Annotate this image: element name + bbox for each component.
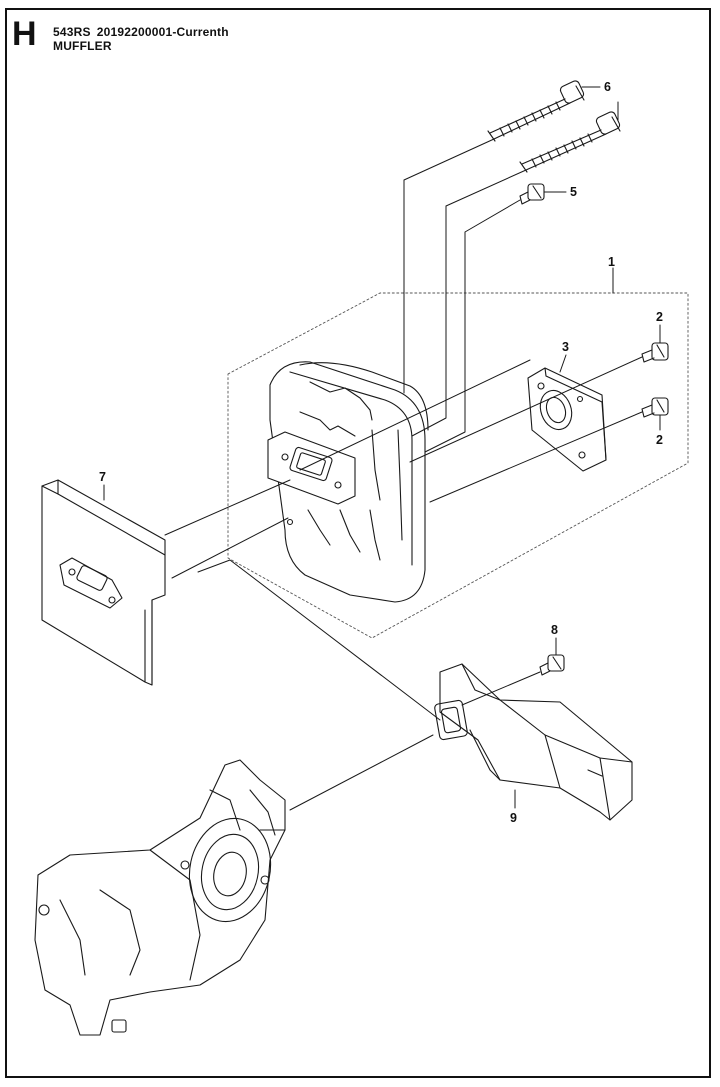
callout-9: 9 <box>510 811 517 825</box>
callout-1: 1 <box>608 255 615 269</box>
callout-2-lower: 2 <box>656 433 663 447</box>
diagram-title: MUFFLER <box>53 39 112 53</box>
page-border <box>5 8 711 1078</box>
long-screw-upper <box>487 80 585 142</box>
callout-2-upper: 2 <box>656 310 663 324</box>
callout-7: 7 <box>99 470 106 484</box>
callout-5: 5 <box>570 185 577 199</box>
muffler-body <box>267 361 429 603</box>
assembly-group-outline <box>227 292 689 639</box>
short-screw-5 <box>519 183 545 205</box>
section-letter: H <box>12 15 37 53</box>
muffler-gasket-plate-3 <box>527 367 607 472</box>
heat-shield-7 <box>41 479 166 686</box>
part-code: 20192200001-Currenth <box>96 25 229 39</box>
small-screw-2-lower <box>641 397 669 418</box>
small-screw-2-upper <box>641 342 669 363</box>
model-number: 543RS <box>53 25 91 39</box>
crankcase-housing <box>34 759 286 1036</box>
callout-3: 3 <box>562 340 569 354</box>
callout-6: 6 <box>604 80 611 94</box>
screw-8 <box>539 654 565 676</box>
callout-8: 8 <box>551 623 558 637</box>
long-screw-lower <box>519 111 621 173</box>
muffler-bracket-9 <box>434 663 633 821</box>
header-model-line: 543RS 20192200001-Currenth <box>53 25 235 39</box>
leader-lines <box>103 86 661 811</box>
